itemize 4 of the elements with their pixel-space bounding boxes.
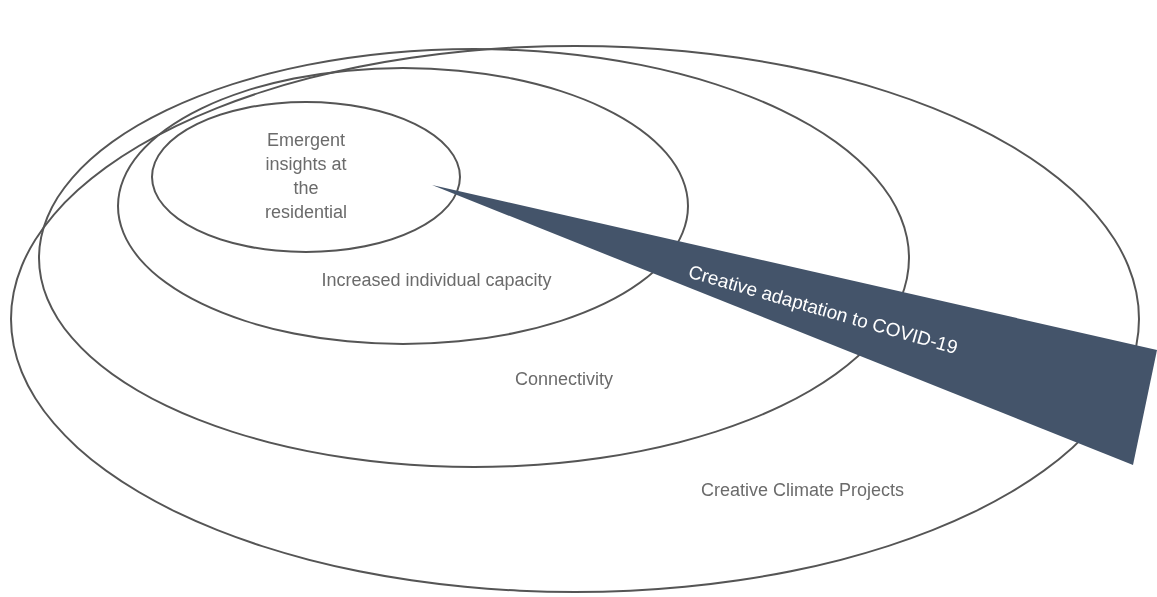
ellipse-label: Emergent insights at the residential xyxy=(263,129,348,224)
ellipse-label: Connectivity xyxy=(515,368,613,391)
ellipse-label: Increased individual capacity xyxy=(321,268,552,292)
ellipse-label: Creative Climate Projects xyxy=(700,478,905,502)
